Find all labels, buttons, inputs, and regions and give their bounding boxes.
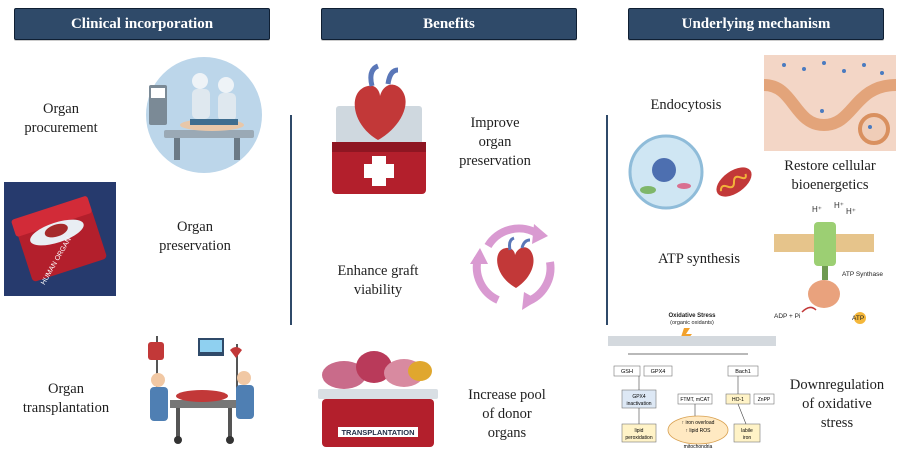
svg-text:labile: labile [741, 428, 753, 434]
svg-text:HO-1: HO-1 [732, 397, 744, 403]
header-benefits: Benefits [321, 8, 577, 40]
svg-text:Bach1: Bach1 [735, 369, 751, 375]
svg-text:GPX4: GPX4 [632, 394, 646, 400]
svg-text:↑ iron overload: ↑ iron overload [682, 420, 715, 426]
human-organ-box-illustration: HUMAN ORGAN [4, 182, 116, 296]
cooler-heart-illustration [332, 63, 426, 194]
membrane-endocytosis-illustration [764, 55, 896, 151]
svg-text:ATP Synthase: ATP Synthase [842, 271, 883, 278]
svg-text:GSH: GSH [621, 369, 633, 375]
divider-left [290, 115, 292, 325]
svg-text:iron: iron [743, 435, 752, 441]
svg-text:(organic oxidants): (organic oxidants) [670, 320, 714, 326]
svg-text:ADP + Pi: ADP + Pi [774, 313, 800, 320]
svg-text:↑ lipid ROS: ↑ lipid ROS [685, 428, 711, 434]
heart-cycle-illustration [470, 224, 555, 310]
svg-text:H⁺: H⁺ [846, 207, 856, 216]
svg-text:Oxidative Stress: Oxidative Stress [668, 313, 716, 319]
svg-text:H⁺: H⁺ [834, 201, 844, 210]
divider-right [606, 115, 608, 325]
svg-text:inactivation: inactivation [626, 401, 651, 407]
svg-text:GPX4: GPX4 [651, 369, 666, 375]
svg-text:mitochondria: mitochondria [684, 444, 713, 450]
surgery-illustration [146, 57, 262, 173]
svg-text:FTMT, mCAT: FTMT, mCAT [680, 397, 709, 403]
oxidative-stress-pathway-diagram: Oxidative Stress (organic oxidants) GSH … [608, 313, 776, 450]
svg-text:H⁺: H⁺ [812, 205, 822, 214]
transplantation-box-text: TRANSPLANTATION [341, 428, 414, 437]
svg-text:ZnPP: ZnPP [758, 397, 771, 403]
svg-text:ATP: ATP [852, 315, 864, 322]
atp-synthase-illustration: H⁺ H⁺ H⁺ ATP Synthase ADP + Pi ATP [774, 201, 883, 324]
cell-mitochondria-illustration [628, 134, 752, 210]
svg-text:peroxidation: peroxidation [625, 435, 652, 441]
svg-text:lipid: lipid [635, 428, 644, 434]
header-underlying-mechanism: Underlying mechanism [628, 8, 884, 40]
transplantation-illustration [148, 336, 254, 444]
label-endocytosis: Endocytosis [650, 97, 722, 113]
label-atp-synthesis: ATP synthesis [657, 251, 741, 267]
header-clinical-incorporation: Clinical incorporation [14, 8, 270, 40]
transplantation-box-illustration: TRANSPLANTATION [318, 351, 438, 447]
